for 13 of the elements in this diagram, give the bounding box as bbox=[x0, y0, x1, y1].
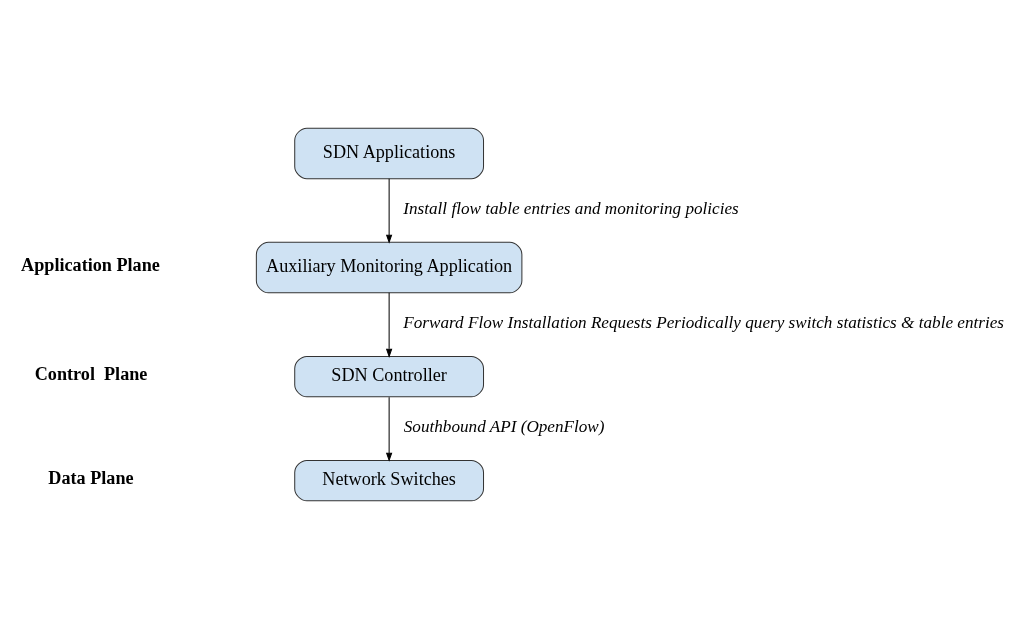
label: Data Plane bbox=[47, 467, 134, 488]
label: Application Plane bbox=[20, 254, 160, 275]
node-box: Network Switches bbox=[293, 459, 484, 501]
edge-label: Southbound API (OpenFlow) bbox=[403, 416, 605, 436]
edge-label: Forward Flow Installation Requests Periodically query switch statistics & table entries bbox=[402, 312, 1004, 332]
arrow bbox=[385, 396, 392, 462]
edge-label: Install flow table entries and monitoring policies bbox=[402, 198, 739, 218]
node-box: SDN Applications bbox=[293, 127, 484, 179]
node-box: Auxiliary Monitoring Application bbox=[255, 241, 522, 293]
arrow bbox=[385, 177, 392, 244]
arrow bbox=[385, 291, 392, 358]
node-box: SDN Controller bbox=[293, 355, 484, 397]
label: Control Plane bbox=[34, 363, 147, 384]
